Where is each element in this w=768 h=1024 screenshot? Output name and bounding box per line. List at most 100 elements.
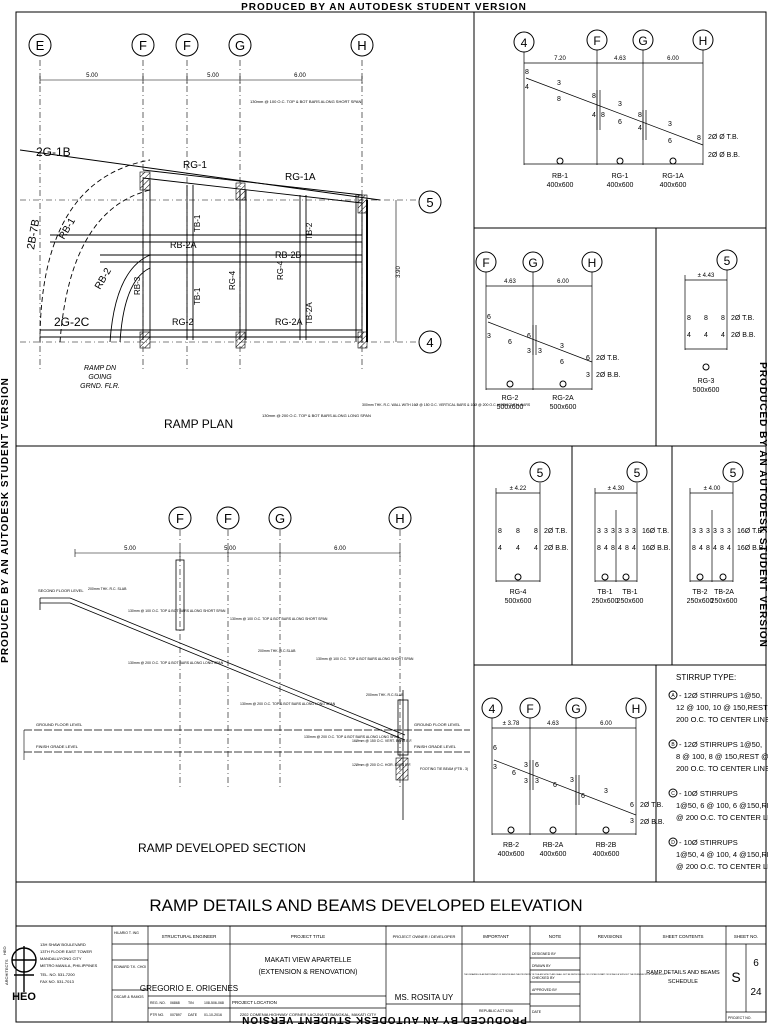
section-note-5: 200mm THK. R.C.SLAB [258,649,296,653]
staff-2: EDWARD T.K. CHOI [114,965,146,969]
stirrup-a-line2: 12 @ 100, 10 @ 150,REST @ [676,703,768,712]
be-size-1: 250x600 [592,598,619,605]
bf-rebar-bot: 16Ø B.B. [737,545,765,552]
ba-n6: 4 [592,112,596,119]
be-n5: 3 [625,528,629,535]
bg-grid-g: G [571,702,580,716]
bg-dim-1: ± 3.78 [503,721,520,727]
ba-size-2: 400x600 [607,182,634,189]
plan-grid-f2: F [183,38,191,53]
ba-size-1: 400x600 [547,182,574,189]
bc-rebar-top: 2Ø T.B. [731,315,754,322]
watermark-top: PRODUCED BY AN AUTODESK STUDENT VERSION [241,2,527,13]
note-row-3: CHECKED BY [532,976,555,980]
bg-n7: 3 [524,778,528,785]
hdr-revisions: REVISIONS [598,934,623,939]
be-n8: 4 [604,545,608,552]
section-grid-h: H [395,511,404,526]
level-finish-grade-right: FINISH GRADE LEVEL [414,744,457,749]
sheet-contents-1: RAMP DETAILS AND BEAMS [646,970,720,976]
beam-detail-rg3: 5 ± 4.43 8 4 8 4 8 4 2Ø T.B. 2Ø B.B. RG-… [684,249,756,394]
stirrup-b-mark: B [671,742,675,748]
stirrup-d-line1: - 10Ø STIRRUPS [679,838,738,847]
be-dim: ± 4.30 [608,486,625,492]
bf-label-1: TB-2 [692,589,707,596]
stirrup-a-line3: 200 O.C. TO CENTER LINE [676,715,768,724]
bb-label-1: RG-2 [502,395,519,402]
stirrup-c-line1: - 10Ø STIRRUPS [679,789,738,798]
section-note-2: 130mm @ 100 O.C. TOP & BOT BARS ALONG SH… [128,609,226,613]
bf-n3: 3 [706,528,710,535]
stirrup-c-mark: C [671,791,675,797]
bd-n3: 8 [516,528,520,535]
reg-label-1: REG. NO. [150,1001,166,1005]
bg-n13: 3 [630,818,634,825]
be-n1: 3 [597,528,601,535]
bg-n6: 3 [535,778,539,785]
stirrup-b-line1: - 12Ø STIRRUPS 1@50, [679,740,762,749]
stirrup-d-line2: 1@50, 4 @ 100, 4 @150,REST [676,850,768,859]
ba-dim-1: 7.20 [554,56,566,62]
bg-n4: 3 [524,762,528,769]
bb-grid-f: F [482,256,489,270]
ba-dim-3: 6.00 [667,56,679,62]
bb-dim-2: 6.00 [557,279,569,285]
firm-line-7: TEL. NO. 531-7200 [40,972,75,977]
plan-note-1: 130mm @ 100 O.C. TOP & BOT BARS ALONG SH… [250,99,361,104]
be-rebar-bot: 16Ø B.B. [642,545,670,552]
note-row-4: APPROVED BY [532,988,558,992]
bb-n5: 3 [527,348,531,355]
title-block: HEO HEO ARCHITECTS 13H SHAW BOULEVARD 13… [2,926,766,1022]
hdr-structural-engineer: STRUCTURAL ENGINEER [162,934,218,939]
plan-beam-2g1b: 2G-1B [36,145,71,159]
reg-label-4: DATE [188,1013,198,1017]
plan-side-dim: 3.90 [396,266,402,278]
bb-n10: 3 [586,372,590,379]
watermark-bottom: PRODUCED BY AN AUTODESK STUDENT VERSION [241,1014,527,1024]
bg-size-1: 400x600 [498,851,525,858]
bd-size: 500x600 [505,598,532,605]
bb-grid-g: G [528,256,537,270]
bg-n2: 3 [493,764,497,771]
plan-beam-rb1: RB-1 [57,216,78,242]
be-n11: 8 [625,545,629,552]
heo-logo [11,946,37,992]
be-grid-5: 5 [634,466,641,480]
section-note-4: 130mm @ 100 O.C. TOP & BOT BARS ALONG SH… [230,617,328,621]
sheet-frame [15,11,767,1023]
plan-beam-2g2c: 2G-2C [54,315,90,329]
bf-dim: ± 4.00 [704,486,721,492]
bf-n2: 3 [699,528,703,535]
bc-n5: 8 [721,315,725,322]
hdr-sheet-no: SHEET NO. [734,934,758,939]
bc-n6: 4 [721,332,725,339]
plan-beam-2b7b: 2B-7B [25,218,42,250]
heo-logo-text: HEO [12,991,36,1003]
bd-n2: 4 [498,545,502,552]
important-note: THIS DRAWING IS AN INSTRUMENT OF SERVICE… [464,973,667,976]
bd-n4: 4 [516,545,520,552]
bb-n8: 6 [560,359,564,366]
ba-label-1: RB-1 [552,173,568,180]
ba-n14: 8 [697,135,701,142]
ramp-plan-title: RAMP PLAN [164,417,233,431]
bg-n11: 3 [604,788,608,795]
section-note-11: 12Ømm @ 200 O.C. HOR. BARS E.F. [352,763,411,767]
plan-dim-line [39,76,397,342]
level-second-floor: SECOND FLOOR LEVEL [38,588,84,593]
ba-n3: 3 [557,80,561,87]
ramp-note-3: GRND. FLR. [80,383,120,390]
plan-columns [139,171,368,349]
section-grid-f2: F [224,511,232,526]
stirrup-title: STIRRUP TYPE: [676,673,736,682]
ramp-plan: E F F G H 5 4 5.00 5.00 6.00 3.90 [19,33,531,431]
plan-beams [19,149,381,343]
stirrup-c-line3: @ 200 O.C. TO CENTER LINE [676,813,768,822]
section-note-6: 130mm @ 100 O.C. TOP & BOT BARS ALONG SH… [316,657,414,661]
plan-beam-rg2: RG-2 [172,317,194,327]
plan-grid-g: G [235,38,245,53]
section-note-7: 130mm @ 200 O.C. TOP & BOT BARS ALONG LO… [240,702,336,706]
plan-beam-rg1a: RG-1A [285,172,316,183]
bb-n7: 3 [560,343,564,350]
plan-beam-tb1a: TB-1 [193,214,202,232]
